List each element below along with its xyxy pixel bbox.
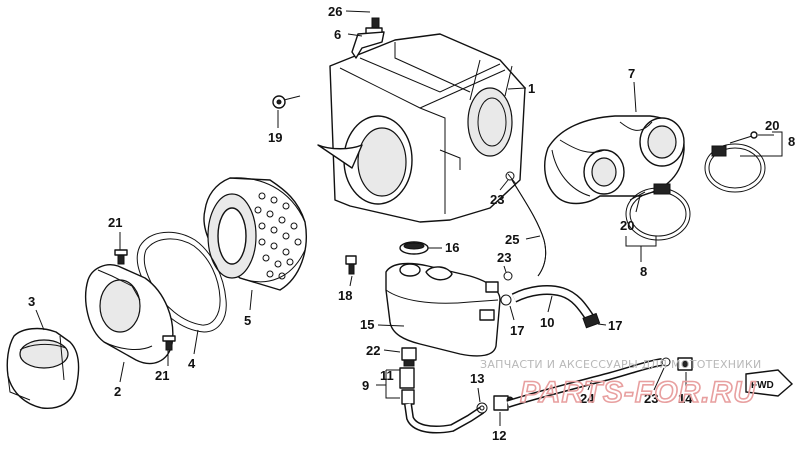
callout-9: 9	[362, 378, 369, 393]
callout-15: 15	[360, 317, 374, 332]
callout-18: 18	[338, 288, 352, 303]
separator-cap	[399, 241, 429, 255]
callout-22: 22	[366, 343, 380, 358]
air-cleaner-cover	[85, 264, 174, 365]
breather-tube	[500, 285, 601, 329]
callout-8-lower: 8	[640, 264, 647, 279]
callout-20-right: 20	[765, 118, 779, 133]
screw-upper	[114, 249, 128, 265]
callout-21-lower: 21	[155, 368, 169, 383]
drain-hose-long	[506, 358, 663, 408]
tube-clip-13	[476, 402, 488, 414]
watermark-logo: PARTS-FOR.RU	[520, 376, 756, 409]
callout-23-upper: 23	[490, 192, 504, 207]
callout-20-lower: 20	[620, 218, 634, 233]
breather-hose-upper	[505, 171, 547, 277]
callout-25: 25	[505, 232, 519, 247]
callout-17-right: 17	[608, 318, 622, 333]
callout-21-upper: 21	[108, 215, 122, 230]
fwd-label: FWD	[751, 380, 774, 391]
hose-clip-23a	[503, 271, 513, 281]
callout-7: 7	[628, 66, 635, 81]
hose-plug-14	[677, 357, 693, 371]
callout-19: 19	[268, 130, 282, 145]
callout-11: 11	[380, 368, 394, 383]
intake-duct	[6, 327, 80, 409]
callout-3: 3	[28, 294, 35, 309]
callout-4: 4	[188, 356, 196, 371]
callout-12: 12	[492, 428, 506, 443]
mounting-bolt	[272, 95, 301, 109]
callouts: 26 6 1 7 19 20 8 23 21 25 16 20 8 3 18 2…	[28, 4, 795, 443]
hose-clip-23b	[661, 357, 671, 367]
callout-23-lower: 23	[644, 391, 658, 406]
air-filter-element	[203, 177, 307, 291]
callout-2: 2	[114, 384, 121, 399]
callout-14: 14	[678, 391, 693, 406]
tube-clamp-upper	[704, 131, 766, 193]
watermark: ЗАПЧАСТИ И АКСЕССУАРЫ ДЛЯ МОТОТЕХНИКИ PA…	[480, 358, 762, 410]
drain-plug	[401, 389, 415, 405]
air-cleaner-housing	[317, 33, 526, 223]
oil-separator	[385, 262, 501, 357]
separator-bolt	[345, 255, 357, 275]
screw-lower	[162, 335, 176, 351]
tube-clamp-lower	[625, 183, 691, 241]
callout-6: 6	[334, 27, 341, 42]
clip-bolt	[365, 17, 383, 35]
callout-5: 5	[244, 313, 251, 328]
callout-1: 1	[528, 81, 535, 96]
callout-8-right: 8	[788, 134, 795, 149]
callout-23-middle: 23	[497, 250, 511, 265]
callout-10: 10	[540, 315, 554, 330]
forward-direction-marker: FWD	[745, 369, 794, 397]
callout-26: 26	[328, 4, 342, 19]
callout-24: 24	[580, 391, 595, 406]
callout-17-left: 17	[510, 323, 524, 338]
callout-13: 13	[470, 371, 484, 386]
holder-bracket	[351, 31, 385, 59]
drain-fitting	[399, 347, 417, 389]
drain-tube	[404, 403, 485, 434]
callout-16: 16	[445, 240, 459, 255]
connecting-tube	[544, 115, 685, 205]
watermark-caption: ЗАПЧАСТИ И АКСЕССУАРЫ ДЛЯ МОТОТЕХНИКИ	[480, 358, 762, 371]
